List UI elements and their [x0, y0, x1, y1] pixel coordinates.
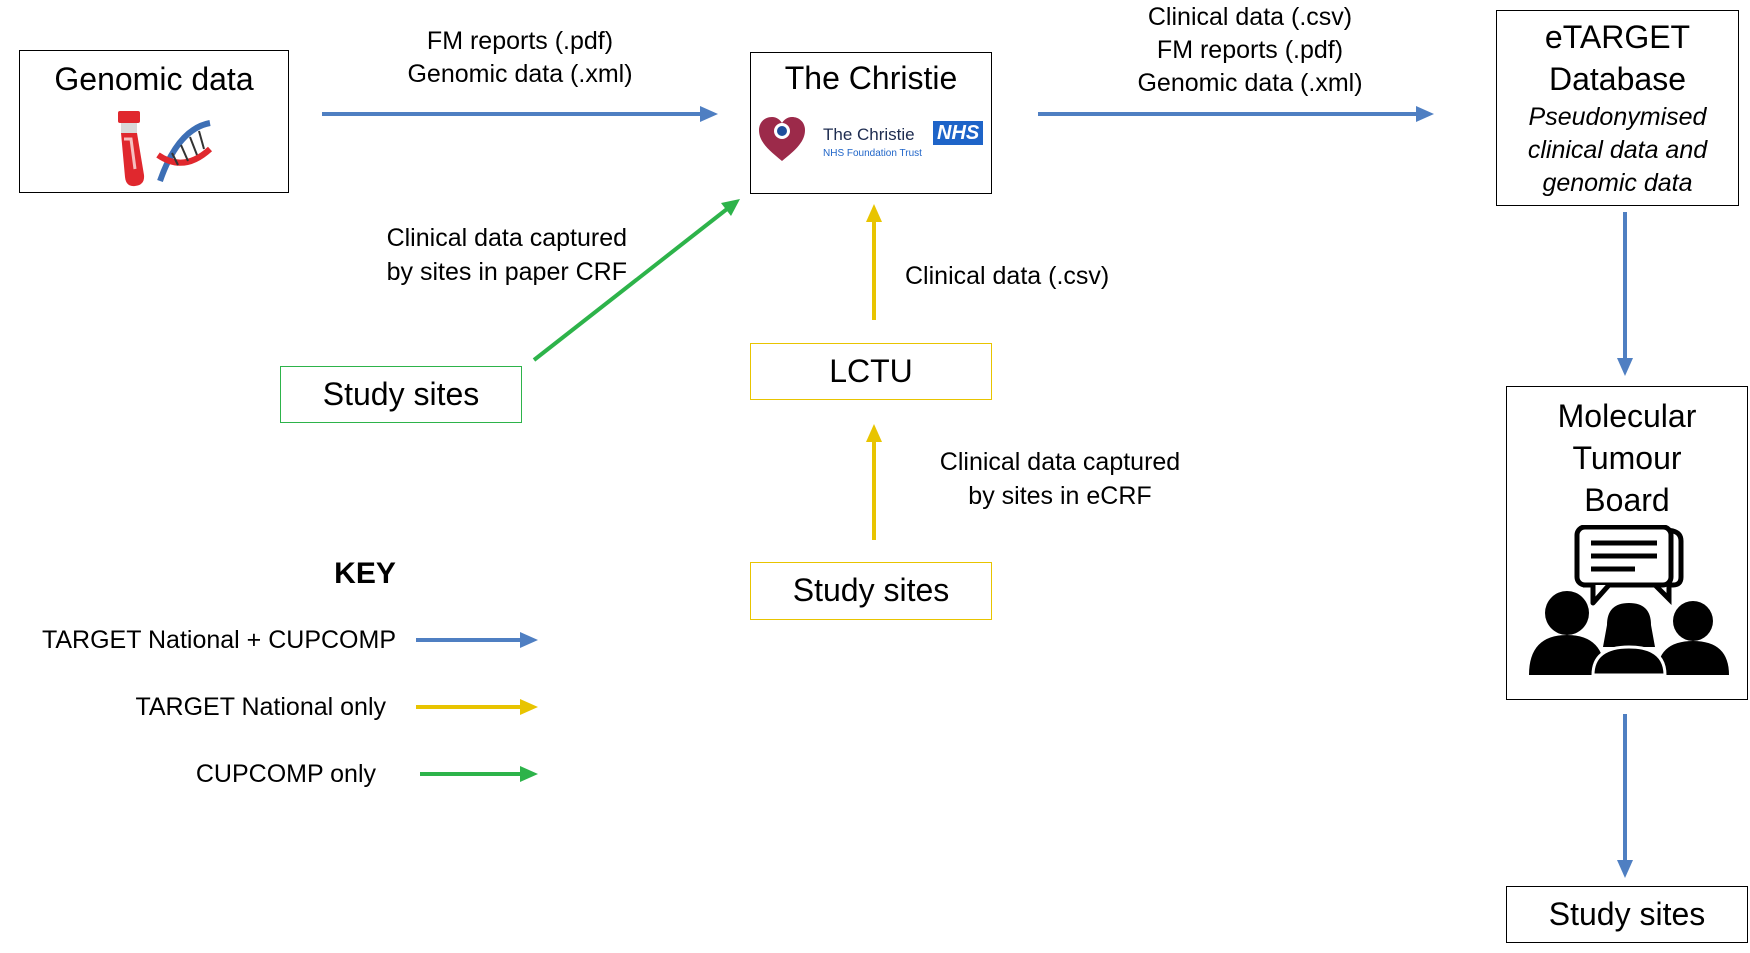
christie-logo-subtitle: NHS Foundation Trust: [823, 148, 922, 159]
lctu-to-christie-label: Clinical data (.csv): [905, 262, 1110, 290]
arrow-sites-to-lctu: [866, 424, 882, 540]
dna-icon: [156, 120, 213, 182]
genomic-data-box: Genomic data: [19, 50, 289, 193]
molecular-tumour-board-box: Molecular Tumour Board: [1506, 386, 1748, 700]
study-sites-bottom-title: Study sites: [1548, 896, 1706, 932]
sites-to-lctu-label-line2: by sites in eCRF: [968, 482, 1152, 510]
etarget-title-line1: eTARGET: [1544, 19, 1691, 55]
genomic-to-christie-label-line2: Genomic data (.xml): [407, 60, 633, 88]
mtb-line2: Tumour: [1572, 440, 1682, 476]
key-arrow-blue: [416, 632, 538, 648]
nhs-badge: NHS: [933, 121, 984, 145]
sites-to-lctu-label-line1: Clinical data captured: [939, 448, 1181, 476]
lctu-box: LCTU: [750, 343, 992, 400]
christie-to-etarget-label-line1: Clinical data (.csv): [1147, 3, 1353, 31]
etarget-database-box: eTARGET Database Pseudonymised clinical …: [1496, 10, 1739, 206]
sites-to-christie-label-line1: Clinical data captured: [386, 224, 627, 252]
arrow-etarget-to-mtb: [1617, 212, 1633, 376]
key-title: KEY: [334, 557, 396, 590]
etarget-desc-line3: genomic data: [1542, 169, 1693, 197]
study-sites-bottom-box: Study sites: [1506, 886, 1748, 943]
mtb-line3: Board: [1584, 482, 1670, 518]
key-item-blue-label: TARGET National + CUPCOMP: [41, 626, 396, 654]
genomic-icons: [118, 111, 213, 187]
arrow-mtb-to-sites: [1617, 714, 1633, 878]
christie-box: The Christie The Christie NHS NHS Founda…: [750, 52, 992, 194]
arrow-lctu-to-christie: [866, 204, 882, 320]
study-sites-yellow-title: Study sites: [792, 572, 950, 608]
study-sites-yellow-box: Study sites: [750, 562, 992, 620]
mtb-line1: Molecular: [1557, 398, 1697, 434]
arrow-christie-to-etarget: [1038, 106, 1434, 122]
etarget-title-line2: Database: [1549, 61, 1686, 97]
sites-to-christie-label-line2: by sites in paper CRF: [386, 258, 627, 286]
christie-to-etarget-label-line2: FM reports (.pdf): [1156, 36, 1344, 64]
study-sites-green-title: Study sites: [322, 376, 480, 412]
test-tube-icon: [118, 111, 145, 187]
christie-logo: The Christie NHS NHS Foundation Trust: [757, 115, 987, 175]
christie-to-etarget-label-line3: Genomic data (.xml): [1137, 69, 1363, 97]
christie-title: The Christie: [784, 60, 958, 96]
christie-logo-name: The Christie: [823, 125, 915, 144]
key-item-yellow-label: TARGET National only: [135, 693, 386, 721]
key-arrow-green: [420, 766, 538, 782]
meeting-discussion-icon: [1529, 525, 1729, 675]
key-item-green-label: CUPCOMP only: [195, 760, 376, 788]
lctu-title: LCTU: [829, 353, 913, 389]
study-sites-green-box: Study sites: [280, 366, 522, 423]
etarget-desc-line2: clinical data and: [1527, 136, 1708, 164]
arrow-sites-to-christie: [532, 199, 740, 362]
heart-logo-icon: [759, 117, 805, 161]
key-arrow-yellow: [416, 699, 538, 715]
genomic-data-title: Genomic data: [54, 61, 254, 97]
genomic-to-christie-label-line1: FM reports (.pdf): [426, 27, 614, 55]
arrow-genomic-to-christie: [322, 106, 718, 122]
etarget-desc-line1: Pseudonymised: [1528, 103, 1707, 131]
